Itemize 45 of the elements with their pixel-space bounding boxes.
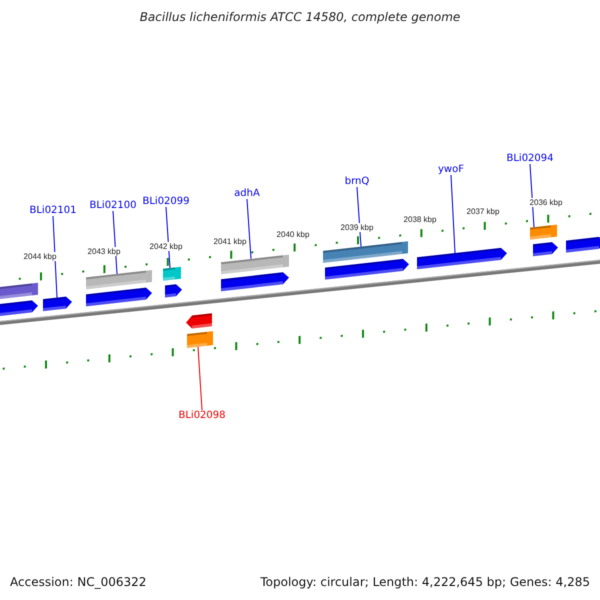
gene-name-label: BLi02101 [29, 205, 77, 216]
leader-line [356, 186, 362, 248]
gene-bar [530, 224, 557, 240]
gene-name-label: BLi02100 [89, 200, 137, 211]
gene-name-label: BLi02094 [506, 153, 554, 164]
gene-bar [86, 270, 152, 290]
gene-bar [0, 282, 38, 300]
gene-block [221, 272, 289, 292]
leader-line [198, 346, 202, 410]
gene-name-label: BLi02098 [178, 410, 226, 421]
scale-label: 2036 kbp [530, 198, 562, 207]
gene-bar [221, 254, 289, 274]
gene-block [43, 296, 72, 312]
scale-label: 2042 kbp [150, 242, 182, 251]
gene-bar [187, 331, 213, 348]
scale-label: 2043 kbp [88, 247, 120, 256]
scale-label: 2044 kbp [24, 252, 56, 261]
leader-line [246, 198, 252, 260]
accession-label: Accession: NC_006322 [10, 575, 146, 589]
gene-block [165, 284, 182, 298]
scale-label: 2039 kbp [340, 223, 374, 232]
title: Bacillus licheniformis ATCC 14580, complete genome [138, 10, 462, 24]
gene-block [86, 288, 152, 306]
gene-block [417, 248, 507, 270]
gene-bar [163, 266, 181, 281]
gene-block [566, 236, 600, 253]
scale-label: 2040 kbp [276, 230, 310, 239]
leader-line [450, 174, 456, 254]
gene-block [0, 300, 38, 317]
leader-line [112, 210, 118, 274]
leader-line [52, 216, 58, 298]
gene-block [325, 258, 409, 280]
leader-line [530, 164, 534, 228]
gene-name-label: brnQ [344, 176, 370, 187]
gene-name-label: BLi02099 [142, 196, 190, 207]
scale-label: 2041 kbp [214, 237, 246, 246]
gene-name-label: adhA [234, 188, 260, 199]
gene-block [186, 313, 212, 328]
gene-name-label: ywoF [438, 164, 464, 175]
gene-block [533, 242, 558, 256]
scale-label: 2037 kbp [466, 207, 500, 216]
genome-summary: Topology: circular; Length: 4,222,645 bp; Genes: 4,285 [260, 575, 590, 589]
scale-label: 2038 kbp [404, 215, 436, 224]
leader-line [166, 206, 170, 268]
gene-bar [323, 241, 408, 263]
